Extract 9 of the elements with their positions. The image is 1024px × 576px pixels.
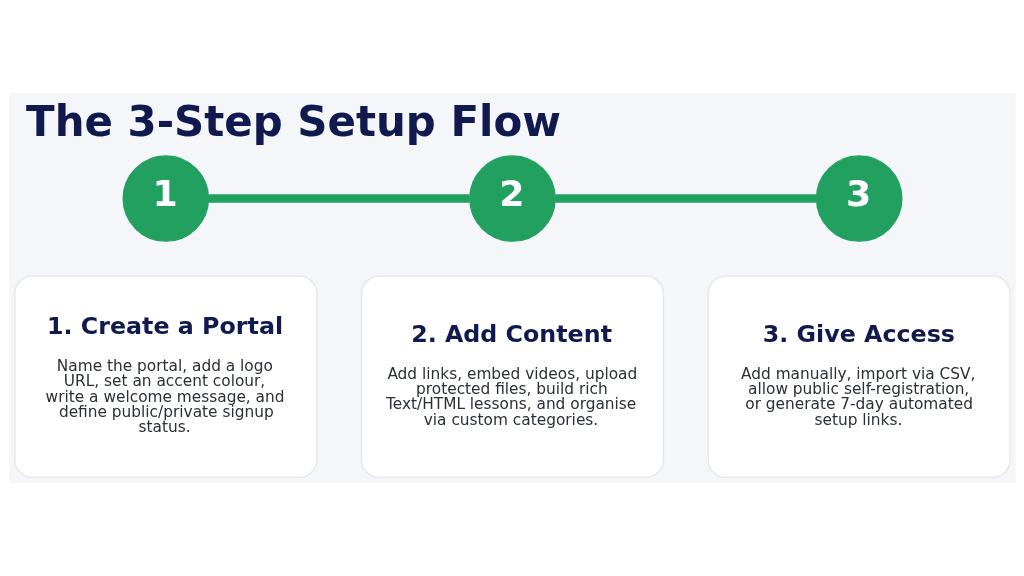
connector bbox=[208, 194, 470, 203]
node-box: 1. Create a Portal Name the portal, add a logo URL, set an accent colour, write a welcome message, and define public/private signup status. bbox=[13, 275, 317, 479]
connector bbox=[554, 194, 816, 203]
node-circle: 1 bbox=[122, 155, 209, 242]
node-circle: 3 bbox=[815, 155, 902, 242]
node-box: 3. Give Access Add manually, import via CSV, allow public self-registration, or generate 7-day automated setup links. bbox=[707, 275, 1011, 479]
node-circle: 2 bbox=[468, 155, 556, 242]
node-box: 2. Add Content Add links, embed videos, upload protected files, build rich Text/HTML lessons, and organise via custom categories. bbox=[360, 275, 664, 479]
diagram-title: The 3-Step Setup Flow bbox=[25, 97, 561, 147]
